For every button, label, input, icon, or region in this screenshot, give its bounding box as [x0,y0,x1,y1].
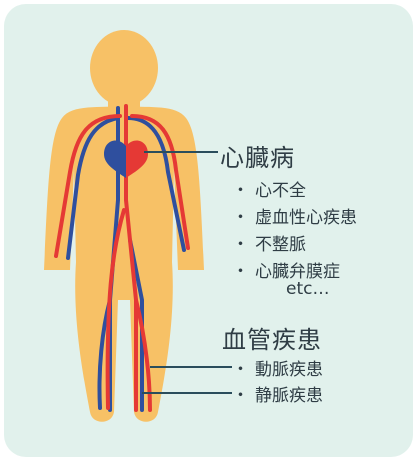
heart-disease-item: ・虚血性心疾患 [232,203,357,228]
etc-label: etc… [286,279,329,299]
vascular-disease-item: ・動脈疾患 [232,355,323,380]
heart-disease-item: ・不整脈 [232,230,306,255]
bullet: ・ [232,360,249,380]
bullet: ・ [232,262,249,282]
bullet: ・ [232,208,249,228]
heart-disease-item: ・心不全 [232,176,306,201]
vascular-disease-item: ・静脈疾患 [232,381,323,406]
heart-disease-title: 心臓病 [220,138,295,173]
bullet: ・ [232,235,249,255]
vascular-disease-title: 血管疾患 [222,320,322,355]
bullet: ・ [232,386,249,406]
bullet: ・ [232,181,249,201]
